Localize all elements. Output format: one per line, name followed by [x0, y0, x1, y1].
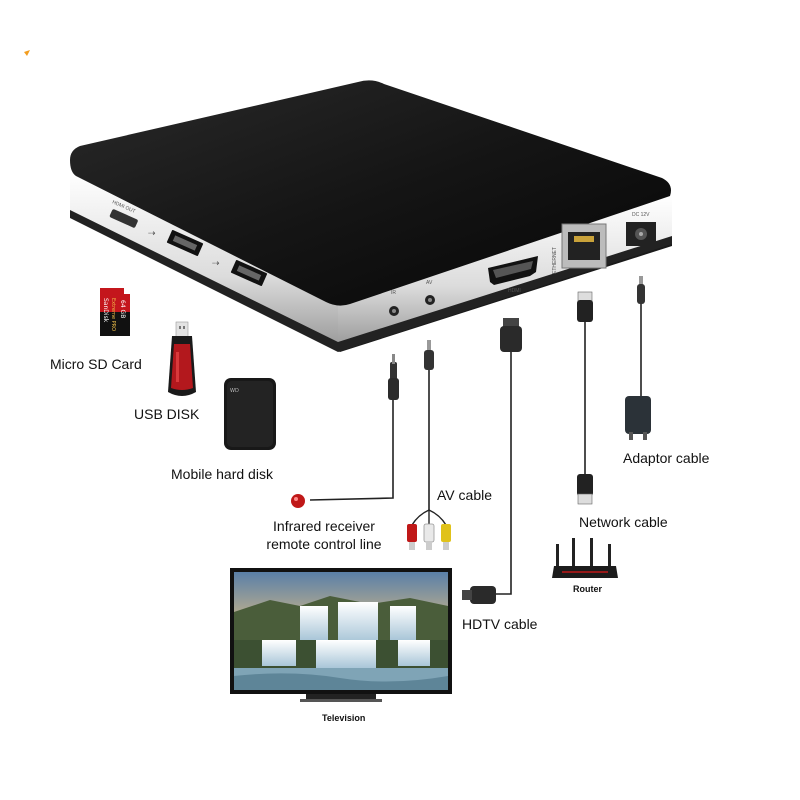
micro-sd-card-label: Micro SD Card — [50, 356, 142, 372]
svg-text:WD: WD — [230, 388, 239, 394]
svg-text:Extreme PRO: Extreme PRO — [110, 298, 116, 331]
svg-text:IR: IR — [391, 290, 396, 296]
hdmi-out-port — [109, 209, 138, 228]
infrared-receiver-label-line1: Infrared receiver — [273, 518, 375, 534]
mobile-hard-disk: WD — [224, 378, 276, 450]
svg-text:SanDisk: SanDisk — [102, 298, 109, 323]
rca-white-plug — [423, 523, 435, 543]
router-illustration — [552, 538, 618, 578]
usb-disk — [168, 321, 196, 396]
television-label: Television — [322, 713, 366, 723]
svg-text:64 GB: 64 GB — [119, 300, 126, 318]
av-cable — [407, 340, 451, 550]
hdtv-cable — [462, 318, 522, 604]
svg-text:HDMI: HDMI — [508, 288, 521, 294]
set-top-box: HDMI OUT ⇢ ⇢ IR AV HDMI ETHERNET DC — [70, 80, 672, 352]
infrared-receiver-cable — [291, 354, 399, 508]
av-cable-label: AV cable — [437, 487, 492, 503]
box-top — [70, 80, 671, 306]
box-left-side — [70, 172, 338, 346]
svg-text:ETHERNET: ETHERNET — [552, 247, 558, 274]
infrared-receiver-label: Infrared receiver remote control line — [258, 517, 390, 553]
adaptor-cable-label: Adaptor cable — [623, 450, 710, 466]
corner-mark — [24, 50, 30, 56]
usb-disk-label: USB DISK — [134, 406, 200, 422]
usb-symbol-icon: ⇢ — [148, 229, 156, 239]
adaptor-cable — [625, 276, 651, 440]
micro-sd-card: SanDisk Extreme PRO 64 GB — [100, 288, 130, 336]
svg-text:DC 12V: DC 12V — [632, 212, 650, 218]
mobile-hard-disk-label: Mobile hard disk — [171, 466, 273, 482]
svg-text:AV: AV — [426, 280, 433, 286]
television-illustration — [230, 568, 452, 702]
rca-red-plug — [407, 524, 417, 542]
infrared-receiver-label-line2: remote control line — [266, 536, 382, 552]
network-cable — [577, 291, 593, 505]
rca-yellow-plug — [441, 524, 451, 542]
infrared-sensor — [291, 494, 305, 508]
usb-symbol-icon-2: ⇢ — [212, 259, 220, 269]
hdtv-cable-label: HDTV cable — [462, 616, 538, 632]
network-cable-label: Network cable — [579, 514, 668, 530]
router-label: Router — [573, 584, 602, 594]
power-adaptor — [625, 396, 651, 434]
